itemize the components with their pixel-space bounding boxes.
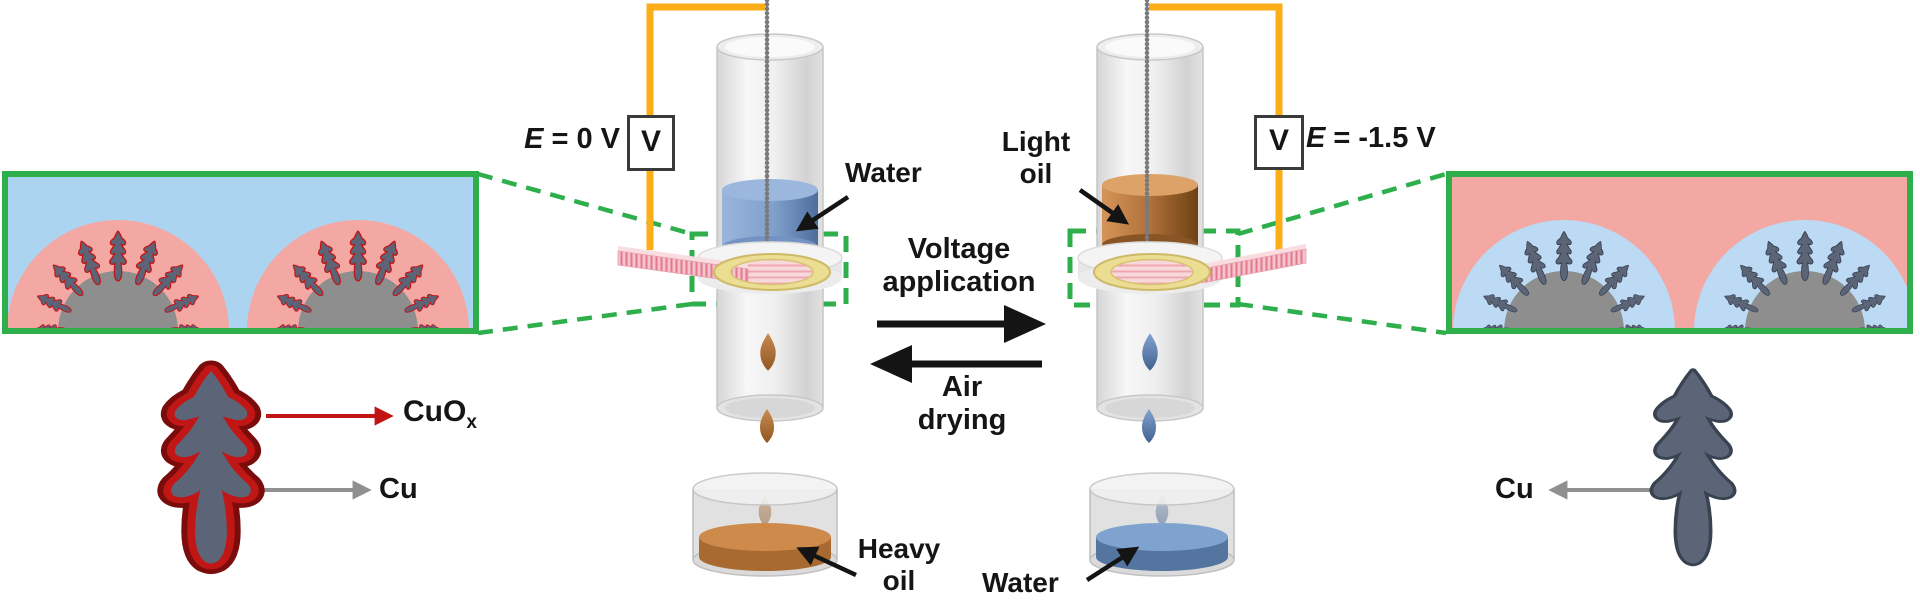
right-circuit-wire bbox=[1149, 3, 1283, 252]
right-potential-label: E = -1.5 V bbox=[1306, 122, 1436, 154]
heavy-oil-pointer bbox=[796, 546, 857, 578]
right-inset-frame bbox=[1446, 171, 1913, 334]
cu-label-right: Cu bbox=[1495, 473, 1534, 505]
membrane-dome bbox=[298, 271, 418, 331]
left-membrane-disc bbox=[731, 259, 813, 285]
membrane-dome bbox=[1504, 271, 1624, 331]
left-potential-label: E = 0 V bbox=[524, 123, 620, 155]
air-drying-label: Air drying bbox=[917, 371, 1007, 437]
water-pool-pointer bbox=[1085, 546, 1140, 582]
light-oil-label: Light oil bbox=[1001, 126, 1071, 189]
left-inset-frame bbox=[2, 171, 479, 334]
left-voltmeter: V bbox=[627, 115, 675, 171]
right-callout-bottom-line bbox=[1237, 301, 1447, 336]
right-callout-top-line bbox=[1237, 171, 1447, 237]
reduced-dendrite-closeup bbox=[1653, 371, 1733, 564]
left-collection-dish bbox=[692, 472, 838, 577]
left-callout-top-line bbox=[477, 171, 693, 237]
water-pointer bbox=[795, 195, 850, 232]
right-collection-dish bbox=[1089, 472, 1235, 577]
process-arrows bbox=[870, 305, 1046, 383]
left-inset-microview bbox=[2, 171, 479, 334]
right-apparatus bbox=[1077, 0, 1307, 577]
water-label: Water bbox=[845, 157, 922, 188]
heavy-oil-label: Heavy oil bbox=[857, 533, 941, 596]
light-oil-pointer bbox=[1078, 188, 1130, 225]
left-callout-bottom-line bbox=[477, 301, 693, 336]
cu-label-left: Cu bbox=[379, 473, 418, 505]
membrane-dome bbox=[1745, 271, 1865, 331]
membrane-dome bbox=[58, 271, 178, 331]
voltage-application-label: Voltage application bbox=[882, 233, 1036, 299]
water-pool-label: Water bbox=[982, 567, 1059, 598]
right-inset-microview bbox=[1446, 171, 1913, 334]
left-apparatus bbox=[617, 0, 843, 577]
right-voltmeter: V bbox=[1254, 115, 1304, 170]
right-membrane-disc bbox=[1111, 259, 1193, 285]
cuox-label: CuOx bbox=[403, 395, 477, 433]
oxidized-dendrite-closeup bbox=[171, 371, 251, 564]
